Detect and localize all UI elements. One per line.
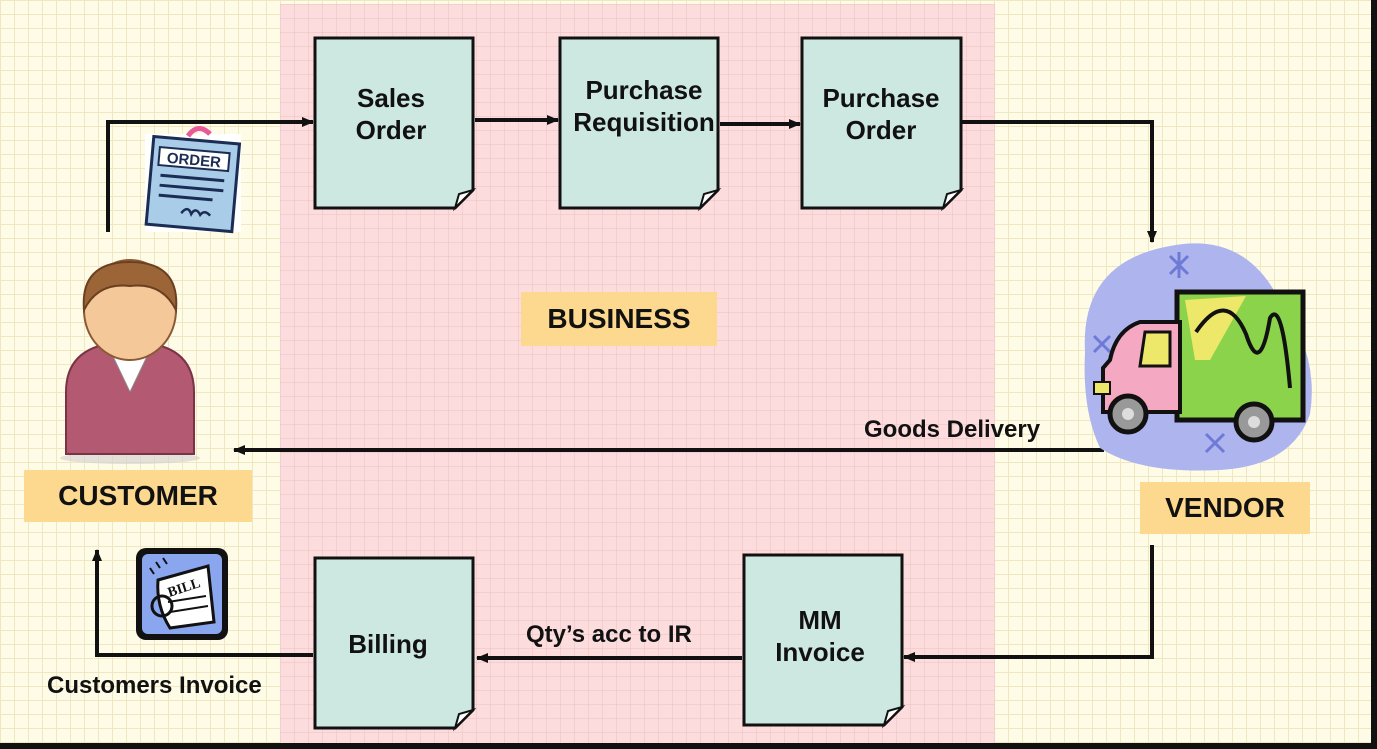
customer-icon: [60, 259, 200, 464]
sales-order-label: Sales Order: [355, 82, 427, 146]
frame-border-bottom: [0, 743, 1377, 749]
billing-doc-fold: [452, 707, 477, 732]
qty-acc-to-ir-label: Qty’s acc to IR: [526, 621, 692, 648]
arrow-billing-to-customer: [92, 549, 313, 657]
arrow-purchase-order-to-vendor: [962, 120, 1157, 243]
mm-invoice-doc-fold: [881, 704, 906, 729]
arrow-vendor-to-mm-invoice: [903, 545, 1154, 662]
purchase-requisition-doc-fold: [697, 187, 722, 212]
purchase-order-doc-fold: [940, 187, 965, 212]
purchase-requisition-label: Purchase Requisition: [573, 74, 715, 138]
mm-invoice-label: MM Invoice: [775, 604, 865, 668]
order-icon: ORDER: [144, 126, 242, 234]
vendor-tag: VENDOR: [1140, 482, 1310, 534]
bill-icon: BILL: [136, 548, 228, 640]
goods-delivery-label: Goods Delivery: [864, 416, 1041, 443]
purchase-order-label: Purchase Order: [822, 82, 940, 146]
frame-border-right: [1371, 0, 1377, 749]
customers-invoice-label: Customers Invoice: [47, 672, 262, 699]
business-tag: BUSINESS: [521, 292, 717, 346]
customer-tag: CUSTOMER: [24, 470, 252, 522]
arrow-customer-to-sales-order: [106, 117, 314, 232]
vendor-truck-icon: [1084, 243, 1312, 471]
sales-order-doc-fold: [452, 187, 477, 212]
order-icon-text: ORDER: [166, 150, 222, 172]
billing-label: Billing: [348, 628, 428, 659]
